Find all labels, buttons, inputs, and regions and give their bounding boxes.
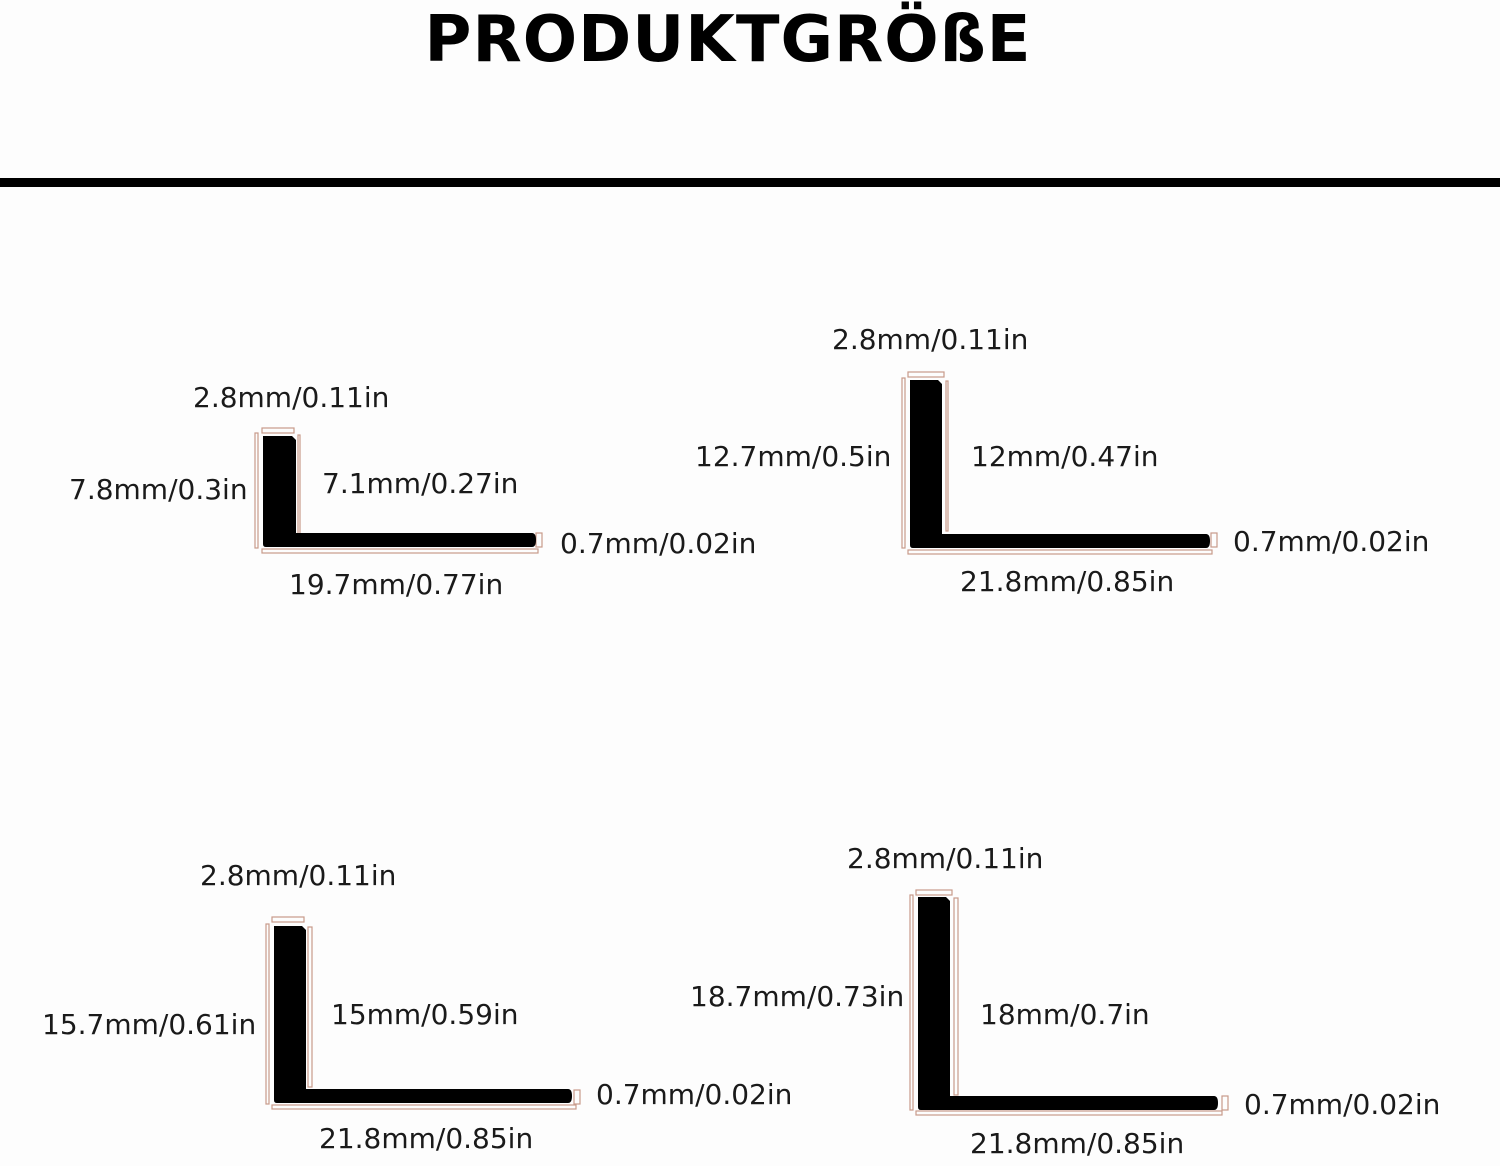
l-profile-shape	[910, 380, 1210, 548]
l-profile-shape	[263, 436, 536, 547]
inner-height-guide	[953, 897, 959, 1096]
l-profile-shape	[274, 926, 572, 1103]
profile-1: 2.8mm/0.11in 7.8mm/0.3in 7.1mm/0.27in 0.…	[69, 381, 756, 601]
base-length-guide	[907, 549, 1213, 555]
outer-height-guide	[909, 894, 914, 1111]
base-thickness-guide	[1210, 532, 1218, 548]
top-thickness-label: 2.8mm/0.11in	[847, 842, 1043, 875]
top-thickness-label: 2.8mm/0.11in	[832, 323, 1028, 356]
base-length-label: 21.8mm/0.85in	[319, 1122, 533, 1155]
inner-height-guide	[307, 926, 313, 1088]
profile-2: 2.8mm/0.11in 12.7mm/0.5in 12mm/0.47in 0.…	[695, 323, 1429, 598]
base-thickness-label: 0.7mm/0.02in	[1244, 1088, 1440, 1121]
outer-height-guide	[901, 377, 906, 549]
outer-height-guide	[254, 432, 259, 549]
outer-height-label: 15.7mm/0.61in	[42, 1008, 256, 1041]
base-thickness-label: 0.7mm/0.02in	[596, 1078, 792, 1111]
top-thickness-guide	[915, 889, 953, 896]
base-length-guide	[915, 1110, 1223, 1116]
base-length-label: 21.8mm/0.85in	[970, 1127, 1184, 1160]
l-profile-shape	[918, 897, 1218, 1110]
inner-height-label: 18mm/0.7in	[980, 998, 1150, 1031]
top-thickness-label: 2.8mm/0.11in	[200, 859, 396, 892]
base-length-guide	[261, 548, 539, 554]
inner-height-label: 7.1mm/0.27in	[322, 467, 518, 500]
inner-height-guide	[945, 380, 949, 532]
page-title: PRODUKTGRÖßE	[424, 3, 1032, 77]
base-length-guide	[271, 1104, 577, 1110]
inner-height-guide	[297, 434, 301, 536]
inner-height-label: 12mm/0.47in	[971, 440, 1158, 473]
outer-height-label: 18.7mm/0.73in	[690, 980, 904, 1013]
top-thickness-guide	[261, 427, 295, 434]
top-thickness-guide	[271, 916, 305, 923]
base-thickness-guide	[535, 532, 543, 548]
inner-height-label: 15mm/0.59in	[331, 998, 518, 1031]
outer-height-label: 7.8mm/0.3in	[69, 473, 248, 506]
profile-3: 2.8mm/0.11in 15.7mm/0.61in 15mm/0.59in 0…	[42, 859, 792, 1155]
base-thickness-label: 0.7mm/0.02in	[560, 527, 756, 560]
top-thickness-label: 2.8mm/0.11in	[193, 381, 389, 414]
outer-height-label: 12.7mm/0.5in	[695, 440, 891, 473]
title-divider	[0, 178, 1500, 187]
base-thickness-guide	[573, 1089, 581, 1105]
base-length-label: 19.7mm/0.77in	[289, 568, 503, 601]
outer-height-guide	[265, 923, 270, 1105]
top-thickness-guide	[907, 371, 945, 378]
base-length-label: 21.8mm/0.85in	[960, 565, 1174, 598]
profile-4: 2.8mm/0.11in 18.7mm/0.73in 18mm/0.7in 0.…	[690, 842, 1440, 1160]
base-thickness-label: 0.7mm/0.02in	[1233, 525, 1429, 558]
base-thickness-guide	[1221, 1095, 1229, 1111]
